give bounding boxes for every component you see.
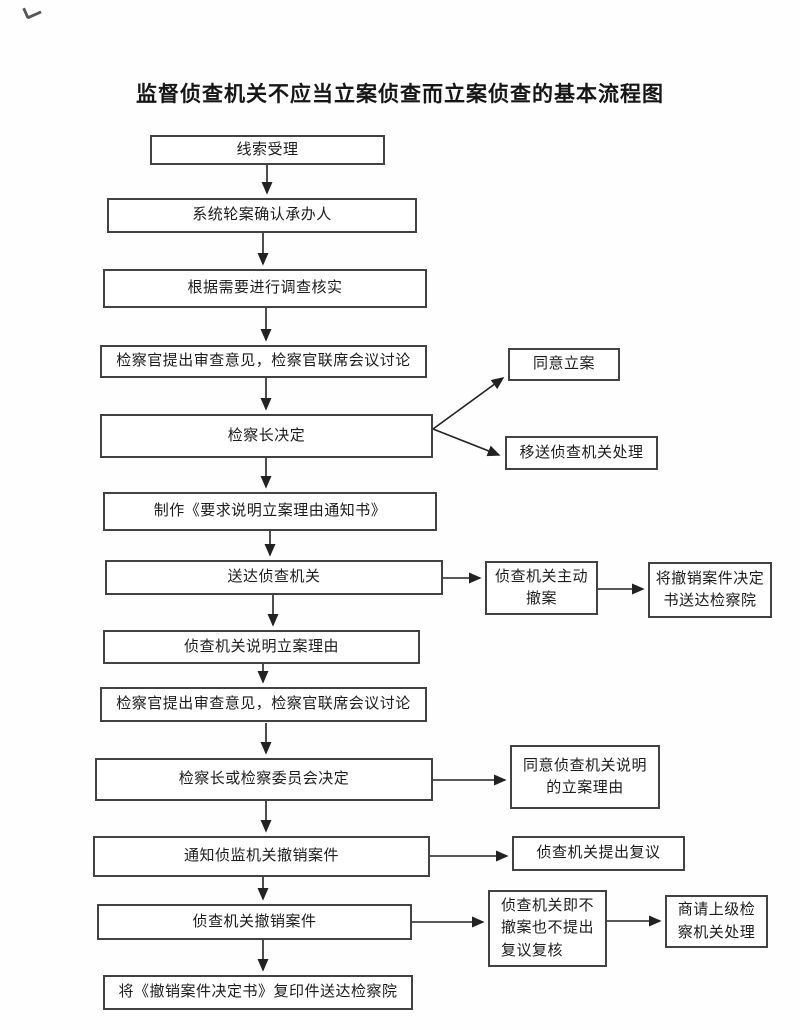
node-transfer: 移送侦查机关处理 (505, 436, 658, 470)
node-chief2: 检察长或检察委员会决定 (95, 758, 433, 801)
node-consult: 商请上级检 察机关处理 (665, 895, 768, 948)
node-review: 侦查机关提出复议 (512, 836, 685, 871)
node-decision-deliver: 将撤销案件决定 书送达检察院 (648, 562, 772, 618)
node-withdraw: 侦查机关撤销案件 (97, 904, 412, 940)
node-chief1: 检察长决定 (100, 414, 433, 458)
node-notice: 制作《要求说明立案理由通知书》 (103, 492, 437, 531)
arrow-chief1-to-agree-filing (432, 377, 505, 430)
node-notify: 通知侦监机关撤销案件 (93, 836, 430, 877)
scan-artifact (22, 2, 42, 20)
node-opinion1: 检察官提出审查意见，检察官联席会议讨论 (100, 345, 427, 378)
node-clue: 线索受理 (150, 135, 385, 165)
node-agree-reason: 同意侦查机关说明 的立案理由 (510, 745, 660, 809)
node-opinion2: 检察官提出审查意见，检察官联席会议讨论 (100, 687, 427, 722)
node-explain: 侦查机关说明立案理由 (103, 630, 420, 664)
node-voluntary: 侦查机关主动 撤案 (485, 561, 598, 615)
node-agree-filing: 同意立案 (508, 348, 620, 381)
node-copy: 将《撤销案件决定书》复印件送达检察院 (103, 975, 413, 1010)
arrow-chief1-to-transfer (432, 428, 501, 457)
page-title: 监督侦查机关不应当立案侦查而立案侦查的基本流程图 (136, 82, 664, 106)
node-verify: 根据需要进行调查核实 (103, 269, 427, 308)
node-deliver: 送达侦查机关 (105, 560, 443, 595)
node-system: 系统轮案确认承办人 (107, 198, 417, 233)
node-neither: 侦查机关即不 撤案也不提出 复议复核 (488, 890, 607, 967)
